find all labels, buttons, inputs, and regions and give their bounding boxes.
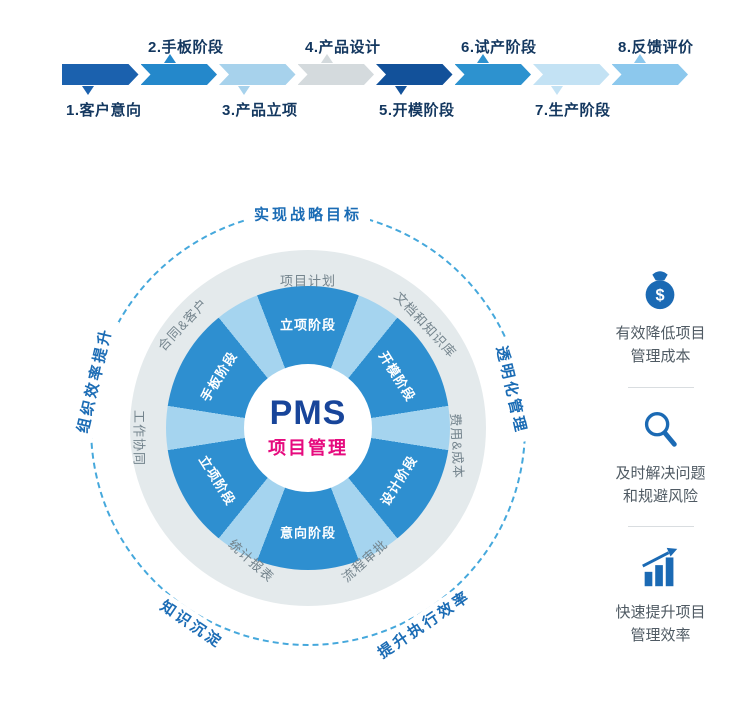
process-segment-5 <box>376 64 453 85</box>
stage-label-1: 1.客户意向 <box>66 102 142 119</box>
stage-pointer-8 <box>634 54 646 63</box>
process-segment-1 <box>62 64 139 85</box>
benefits-column: $ 有效降低项目 管理成本 及时解决问题 和规避风险 <box>588 266 733 648</box>
ring-label-project-plan: 项目计划 <box>279 273 337 289</box>
magnifier-icon <box>645 411 678 447</box>
donut-label-4: 意向阶段 <box>279 525 337 541</box>
center-circle: PMS 项目管理 <box>244 364 372 492</box>
process-segment-8 <box>612 64 689 85</box>
svg-text:$: $ <box>656 287 665 305</box>
process-segment-6 <box>455 64 532 85</box>
benefit-line: 及时解决问题 <box>615 464 706 482</box>
stage-label-4: 4.产品设计 <box>305 39 381 56</box>
process-segment-2 <box>141 64 218 85</box>
process-segment-3 <box>219 64 296 85</box>
benefit-line: 和规避风险 <box>622 487 698 505</box>
money-bag-icon: $ <box>646 271 675 310</box>
stage-pointer-1 <box>82 86 94 95</box>
donut-label-1: 立项阶段 <box>279 317 337 333</box>
pms-title: PMS <box>269 394 347 432</box>
benefit-cost: $ 有效降低项目 管理成本 <box>615 266 706 369</box>
benefit-text: 及时解决问题 和规避风险 <box>615 462 705 509</box>
benefit-risk: 及时解决问题 和规避风险 <box>615 406 706 509</box>
benefit-text: 有效降低项目 管理成本 <box>615 322 705 369</box>
stage-pointer-4 <box>321 54 333 63</box>
stage-pointer-3 <box>238 86 250 95</box>
ring-label-cost: 费用&成本 <box>447 412 467 480</box>
divider <box>627 526 694 527</box>
stage-label-2: 2.手板阶段 <box>148 39 224 56</box>
stage-pointer-5 <box>395 86 407 95</box>
benefit-text: 快速提升项目 管理效率 <box>615 601 705 648</box>
ring-label-collaboration: 工作协同 <box>131 409 147 467</box>
process-segment-4 <box>298 64 375 85</box>
benefit-line: 管理成本 <box>630 348 691 366</box>
stage-label-7: 7.生产阶段 <box>535 102 611 119</box>
outer-label-top: 实现战略目标 <box>245 202 371 226</box>
process-bar <box>62 64 688 85</box>
stage-label-8: 8.反馈评价 <box>618 39 694 56</box>
stage-pointer-2 <box>164 54 176 63</box>
process-segment-7 <box>533 64 610 85</box>
benefit-efficiency: 快速提升项目 管理效率 <box>615 545 706 648</box>
divider <box>627 386 694 388</box>
stage-pointer-7 <box>551 86 563 95</box>
pms-subtitle: 项目管理 <box>268 438 348 458</box>
stage-pointer-6 <box>477 54 489 63</box>
stage-label-6: 6.试产阶段 <box>461 39 537 56</box>
bar-chart-icon <box>642 547 678 587</box>
benefit-line: 快速提升项目 <box>615 604 706 621</box>
benefit-line: 有效降低项目 <box>615 325 706 342</box>
benefit-line: 管理效率 <box>630 627 691 645</box>
pms-circle-diagram: PMS 项目管理 实现战略目标 透明化管理 提升执行效率 知识沉淀 组织效率提升… <box>68 198 538 669</box>
stage-label-5: 5.开模阶段 <box>379 102 455 119</box>
stage-label-3: 3.产品立项 <box>222 102 298 119</box>
